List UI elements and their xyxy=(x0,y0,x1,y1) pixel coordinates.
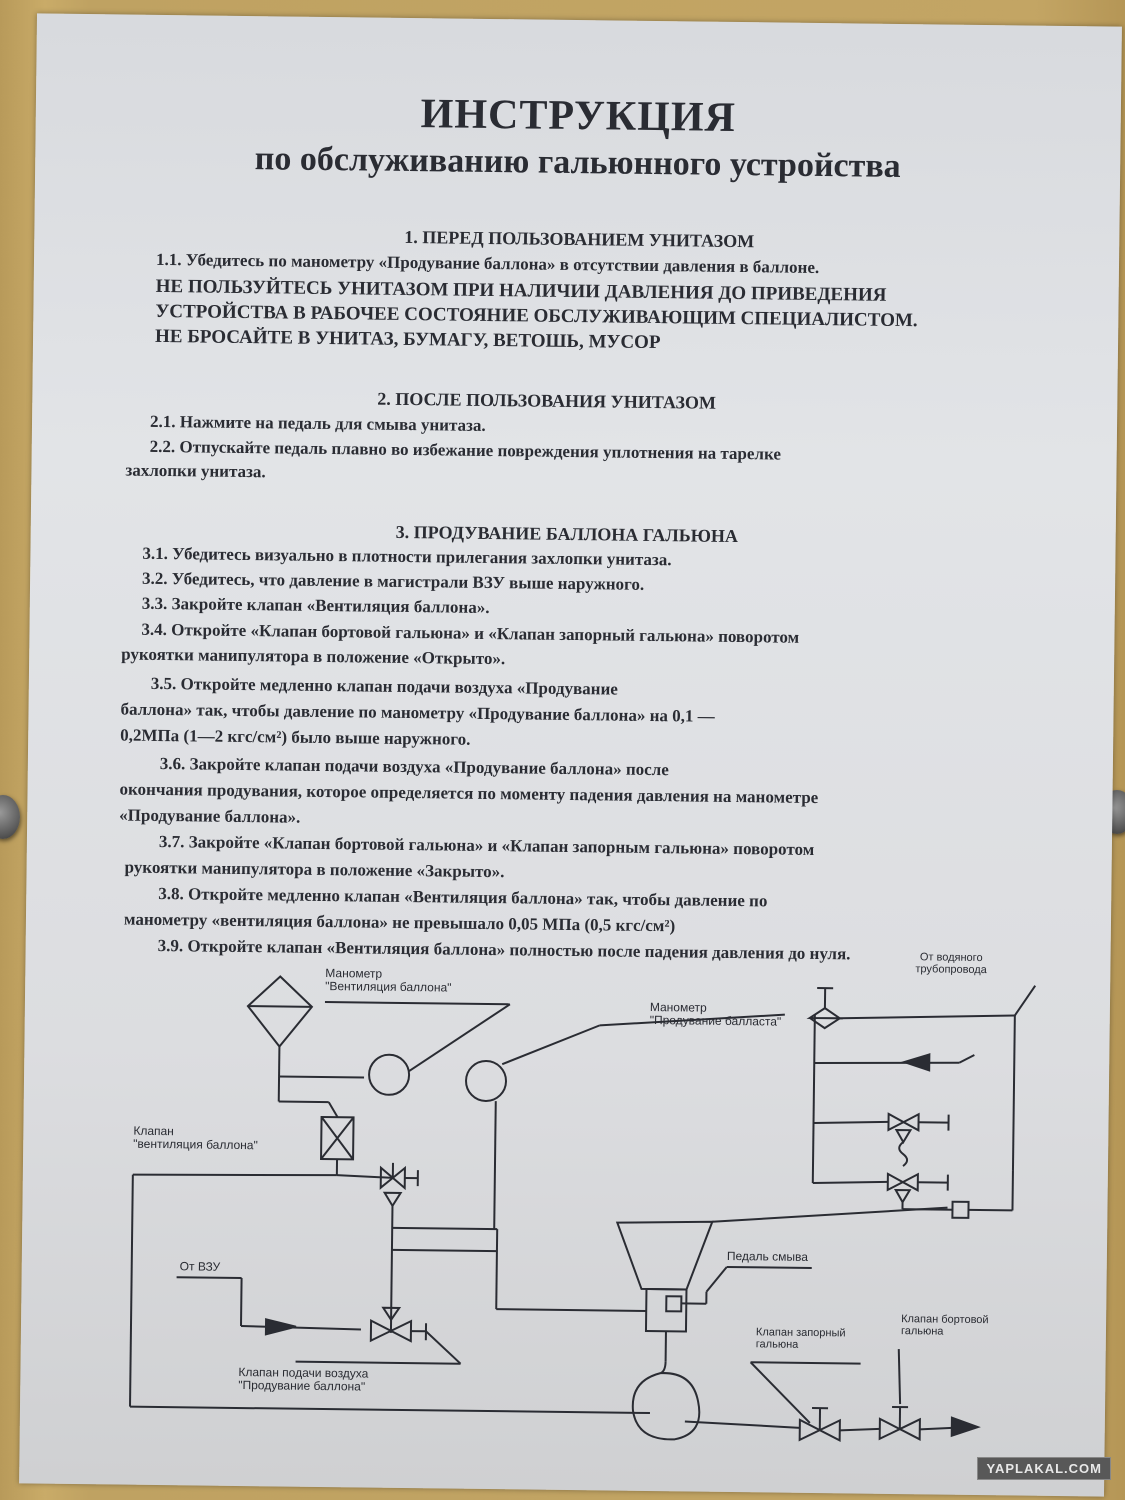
piping-diagram xyxy=(129,975,1037,1442)
label-from-vzu: От ВЗУ xyxy=(179,1259,221,1274)
toilet-bowl-icon xyxy=(615,1220,714,1291)
watermark: YAPLAKAL.COM xyxy=(977,1457,1111,1480)
label-manometer-vent: Манометр "Вентиляция баллона" xyxy=(325,966,452,995)
manometer-ballast-gauge-icon xyxy=(465,1059,508,1102)
manometer-vent-gauge-icon xyxy=(368,1053,411,1096)
label-air-supply-valve: Клапан подачи воздуха "Продувание баллон… xyxy=(238,1364,369,1394)
label-shutoff-valve: Клапан запорный гальюна xyxy=(755,1326,846,1351)
label-manometer-ballast: Манометр "Продувание балласта" xyxy=(649,999,782,1029)
label-board-valve: Клапан бортовой гальюна xyxy=(900,1313,989,1338)
label-from-water-pipeline: От водяного трубопровода xyxy=(915,951,987,976)
instruction-sheet: ИНСТРУКЦИЯ по обслуживанию гальюнного ус… xyxy=(19,13,1122,1497)
tank-diamond-icon xyxy=(246,975,314,1049)
mounting-screw-left xyxy=(0,795,20,839)
balloon-tank-icon xyxy=(631,1372,701,1441)
flow-arrow-icon xyxy=(264,1318,297,1336)
label-valve-vent: Клапан "вентиляция баллона" xyxy=(133,1123,258,1152)
flow-arrow-icon xyxy=(900,1053,931,1072)
label-flush-pedal: Педаль смыва xyxy=(726,1248,809,1264)
flow-arrow-icon xyxy=(950,1416,981,1438)
